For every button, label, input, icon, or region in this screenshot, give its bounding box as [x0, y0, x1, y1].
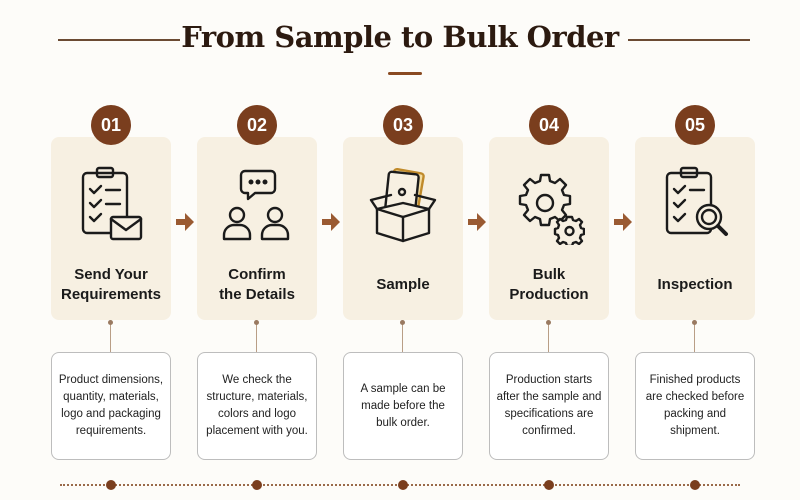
timeline-dot: [252, 480, 262, 490]
step-card: Bulk Production: [489, 137, 609, 320]
arrow-right-icon: [614, 213, 632, 231]
timeline-dot: [398, 480, 408, 490]
title-divider-right: [628, 39, 750, 41]
step-label: Confirm the Details: [219, 266, 295, 303]
step-label: Bulk Production: [509, 266, 589, 303]
step-label: Sample: [376, 276, 430, 293]
step-description: Production starts after the sample and s…: [489, 352, 609, 460]
step-number-badge: 05: [675, 105, 715, 145]
checklist-envelope-icon: [81, 166, 143, 241]
timeline-dot: [106, 480, 116, 490]
checklist-magnifier-icon: [665, 166, 728, 236]
box-sample-icon: [369, 167, 437, 243]
step-number-badge: 02: [237, 105, 277, 145]
arrow-right-icon: [176, 213, 194, 231]
arrow-right-icon: [322, 213, 340, 231]
step-card: Inspection: [635, 137, 755, 320]
header: From Sample to Bulk Order: [0, 14, 800, 84]
arrow-right-icon: [468, 213, 486, 231]
connector-line: [108, 320, 113, 352]
title-divider-left: [58, 39, 180, 41]
step-description: We check the structure, materials, color…: [197, 352, 317, 460]
step-description: Finished products are checked before pac…: [635, 352, 755, 460]
connector-line: [692, 320, 697, 352]
gears-icon: [518, 173, 585, 245]
title-accent-bar: [388, 72, 422, 75]
step-card: Sample: [343, 137, 463, 320]
step-card: Send Your Requirements: [51, 137, 171, 320]
connector-line: [400, 320, 405, 352]
timeline-dot: [544, 480, 554, 490]
step-number-badge: 04: [529, 105, 569, 145]
step-number-badge: 01: [91, 105, 131, 145]
step-number-badge: 03: [383, 105, 423, 145]
timeline-dot: [690, 480, 700, 490]
step-description: A sample can be made before the bulk ord…: [343, 352, 463, 460]
step-label: Send Your Requirements: [60, 266, 162, 303]
people-chat-icon: [222, 169, 290, 241]
connector-line: [254, 320, 259, 352]
step-card: Confirm the Details: [197, 137, 317, 320]
step-label: Inspection: [657, 276, 733, 293]
step-description: Product dimensions, quantity, materials,…: [51, 352, 171, 460]
page-title: From Sample to Bulk Order: [181, 20, 619, 54]
connector-line: [546, 320, 551, 352]
